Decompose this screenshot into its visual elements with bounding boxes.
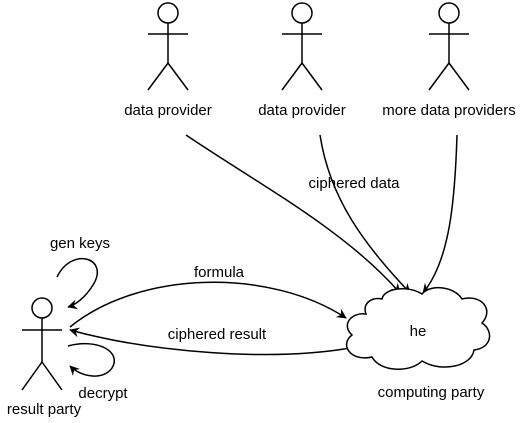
edge-label-formula: formula — [194, 264, 245, 281]
actor-leg-right — [41, 361, 63, 391]
actor-leg-left — [21, 361, 43, 391]
edge-label-gen-keys: gen keys — [50, 235, 110, 252]
actor-head — [157, 2, 179, 24]
actor-head — [31, 297, 53, 319]
edge-label-decrypt: decrypt — [78, 385, 128, 402]
edge-provider-2-to-cloud[interactable] — [319, 134, 411, 294]
cloud-caption-computing-party: computing party — [378, 384, 485, 401]
actor-label-more-data-providers: more data providers — [382, 102, 515, 119]
actor-leg-left — [428, 62, 450, 91]
edge-more-providers-to-cloud[interactable] — [422, 134, 458, 294]
actor-label-data-provider-1: data provider — [124, 102, 212, 119]
actor-label-result-party: result party — [7, 401, 82, 418]
actor-leg-right — [167, 62, 189, 91]
edge-decrypt-loop[interactable] — [67, 342, 115, 377]
actor-head — [291, 2, 313, 24]
edge-label-ciphered-result: ciphered result — [168, 326, 267, 343]
actor-leg-left — [147, 62, 169, 91]
edge-gen-keys-loop[interactable] — [56, 258, 99, 310]
actor-leg-left — [281, 62, 303, 91]
edge-label-ciphered-data: ciphered data — [309, 175, 401, 192]
actor-label-data-provider-2: data provider — [258, 102, 346, 119]
edge-formula[interactable] — [69, 281, 347, 328]
cloud-computing-party[interactable] — [345, 287, 491, 370]
actor-leg-right — [448, 62, 470, 91]
edge-ciphered-result[interactable] — [69, 327, 351, 356]
actor-data-provider-2[interactable] — [281, 2, 323, 91]
actor-head — [438, 2, 460, 24]
cloud-label-he: he — [410, 323, 427, 340]
actor-result-party[interactable] — [21, 297, 63, 391]
edge-provider-1-to-cloud[interactable] — [185, 134, 401, 294]
actor-data-provider-1[interactable] — [147, 2, 189, 91]
actor-leg-right — [301, 62, 323, 91]
actor-more-data-providers[interactable] — [428, 2, 470, 91]
